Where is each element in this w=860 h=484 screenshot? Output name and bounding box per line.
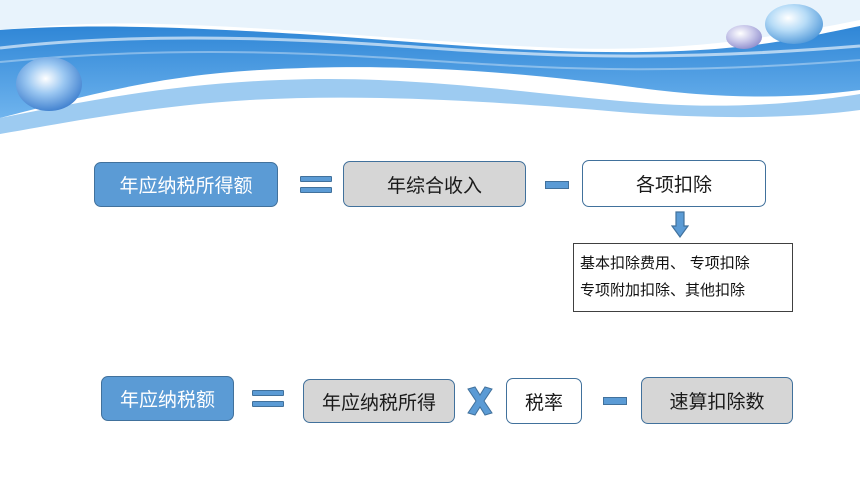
quick-deduction-box: 速算扣除数 (641, 377, 793, 424)
minus-sign-2 (603, 397, 627, 405)
annual-taxable-income-box: 年应纳税所得额 (94, 162, 278, 207)
minus-sign (545, 181, 569, 189)
annual-comprehensive-income-box: 年综合收入 (343, 161, 526, 207)
deductions-box: 各项扣除 (582, 160, 766, 207)
multiply-sign-icon (467, 386, 493, 416)
deductions-detail-line-1: 基本扣除费用、 专项扣除 (580, 254, 750, 272)
down-arrow-icon (671, 211, 689, 239)
tax-rate-box: 税率 (506, 378, 582, 424)
annual-taxable-income-box-2: 年应纳税所得 (303, 379, 455, 423)
equals-sign (300, 176, 332, 194)
equals-sign-2 (252, 390, 284, 408)
deductions-detail-line-2: 专项附加扣除、其他扣除 (580, 281, 746, 299)
annual-tax-payable-box: 年应纳税额 (101, 376, 234, 421)
deductions-detail-note: 基本扣除费用、 专项扣除 专项附加扣除、其他扣除 (573, 243, 793, 312)
wave-header-banner (0, 0, 860, 134)
